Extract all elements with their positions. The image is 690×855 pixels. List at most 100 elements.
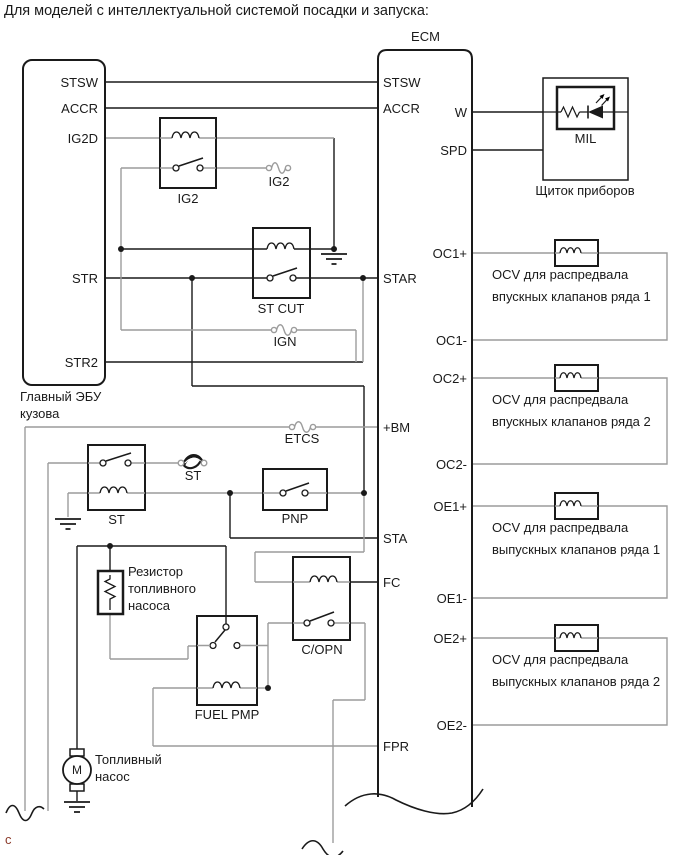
ocv3-label-line1: OCV для распредвала — [492, 520, 629, 535]
fuel-pmp-relay-symbol — [197, 616, 268, 689]
ocv4-label-line1: OCV для распредвала — [492, 652, 629, 667]
page-marker: c — [5, 832, 12, 847]
st-relay-box — [87, 444, 146, 511]
mil-lamp-symbol — [543, 94, 628, 119]
break-wave-icon — [5, 788, 484, 855]
wires-black — [76, 81, 543, 801]
c-opn-relay-box — [292, 556, 351, 641]
ground-icon — [321, 253, 347, 265]
ground-icon — [55, 518, 81, 530]
ig2-relay-box — [159, 117, 217, 189]
fuse-ign-icon — [270, 324, 298, 336]
switch-blade-icon — [214, 629, 226, 643]
c-opn-relay-label: C/OPN — [301, 642, 343, 657]
ecm-pin-fpr: FPR — [383, 739, 409, 754]
resistor-zigzag-icon — [560, 105, 581, 119]
page-title: Для моделей с интеллектуальной системой … — [4, 3, 429, 19]
ocv2-label-line2: впускных клапанов ряда 2 — [492, 414, 651, 429]
ocv4-label-line2: выпускных клапанов ряда 2 — [492, 674, 661, 689]
ecm-pin-oe2p: OE2+ — [433, 631, 467, 646]
coil-icon — [212, 681, 241, 689]
body-ecu-label-line2: кузова — [20, 406, 60, 421]
fuel-pump-resistor-label-2: топливного — [128, 581, 196, 596]
mil-label: MIL — [574, 131, 597, 146]
led-arrow-icon — [599, 94, 605, 99]
resistor-zigzag-icon — [103, 575, 117, 610]
st-cut-relay-symbol — [253, 242, 310, 282]
fuel-pmp-relay-box — [196, 615, 258, 706]
fuse-ig2-icon — [265, 162, 292, 174]
switch-blade-icon — [178, 157, 204, 167]
body-ecu-pin-stsw: STSW — [60, 75, 98, 90]
ecm-pin-oc1p: OC1+ — [432, 246, 467, 261]
ecm-pin-spd: SPD — [440, 143, 467, 158]
st-relay-symbol — [88, 452, 145, 494]
ig2-fuse-label: IG2 — [268, 174, 290, 189]
mil-box — [555, 85, 616, 131]
body-ecu-label-line1: Главный ЭБУ — [20, 389, 102, 404]
etcs-fuse-label: ETCS — [284, 431, 320, 446]
ecm-box — [377, 49, 473, 807]
ecm-pin-bm: +BM — [383, 420, 411, 435]
coil-icon — [171, 131, 200, 139]
pnp-switch-box — [262, 468, 328, 511]
fuel-pump-motor-icon — [62, 748, 92, 792]
switch-blade-icon — [105, 452, 132, 462]
instrument-panel-label: Щиток приборов — [535, 183, 635, 198]
fuel-pump-label-1: Топливный — [95, 752, 162, 767]
c-opn-relay-symbol — [293, 575, 350, 627]
ocv2-label-line1: OCV для распредвала — [492, 392, 629, 407]
coil-icon — [559, 632, 582, 639]
ecm-pin-fc: FC — [383, 575, 401, 590]
led-arrow-icon — [605, 96, 610, 102]
ecm-pin-stsw: STSW — [383, 75, 421, 90]
ecm-label: ECM — [411, 29, 440, 44]
ocv3-label-line2: выпускных клапанов ряда 1 — [492, 542, 661, 557]
ecm-pin-oe1m: OE1- — [436, 591, 467, 606]
ocv1-label-line2: впускных клапанов ряда 1 — [492, 289, 651, 304]
ecm-pin-sta: STA — [383, 531, 408, 546]
ecm-pin-oc2p: OC2+ — [432, 371, 467, 386]
ig2-relay-symbol — [160, 131, 216, 172]
fuel-pump-resistor-label-3: насоса — [128, 598, 171, 613]
ocv-coil-symbols — [555, 247, 598, 639]
fuse-etcs-icon — [288, 421, 317, 433]
ocv1-label-line1: OCV для распредвала — [492, 267, 629, 282]
ground-icon — [64, 801, 90, 813]
junction-dots — [107, 246, 367, 691]
st-fusible-link-label: ST — [184, 468, 202, 483]
ecm-pin-accr: ACCR — [383, 101, 420, 116]
pnp-switch-symbol — [263, 482, 327, 497]
coil-icon — [309, 575, 338, 583]
st-relay-label: ST — [108, 512, 125, 527]
ig2-relay-label: IG2 — [177, 191, 199, 206]
coil-icon — [99, 486, 128, 494]
body-ecu-pin-ig2d: IG2D — [67, 131, 98, 146]
coil-icon — [266, 242, 295, 250]
coil-icon — [559, 372, 582, 379]
ecm-pin-oe2m: OE2- — [436, 718, 467, 733]
ecm-pin-oc1m: OC1- — [435, 333, 467, 348]
fuel-pump-label-2: насос — [95, 769, 130, 784]
body-ecu-box — [22, 59, 106, 386]
ecm-pin-oe1p: OE1+ — [433, 499, 467, 514]
switch-blade-icon — [309, 611, 335, 622]
ecm-pin-oc2m: OC2- — [435, 457, 467, 472]
body-ecu-pin-str: STR — [72, 271, 98, 286]
switch-blade-icon — [272, 267, 298, 277]
fuel-pmp-relay-label: FUEL PMP — [194, 707, 260, 722]
fusible-link-st-icon — [177, 454, 208, 470]
st-cut-relay-box — [252, 227, 311, 299]
led-triangle-icon — [588, 105, 603, 119]
coil-icon — [559, 247, 582, 254]
motor-m-label: M — [72, 763, 82, 777]
ecm-pin-star: STAR — [383, 271, 417, 286]
st-cut-relay-label: ST CUT — [257, 301, 305, 316]
body-ecu-pin-accr: ACCR — [61, 101, 98, 116]
fuel-pump-resistor-label-1: Резистор — [128, 564, 184, 579]
switch-blade-icon — [285, 482, 310, 492]
pnp-switch-label: PNP — [281, 511, 309, 526]
body-ecu-pin-str2: STR2 — [64, 355, 98, 370]
